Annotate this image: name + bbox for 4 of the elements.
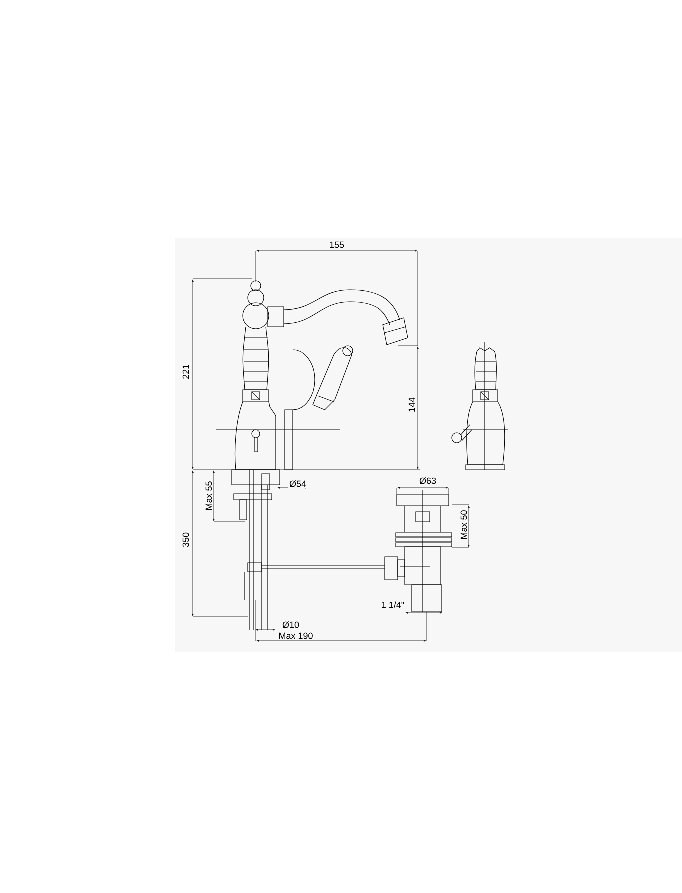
dimension-label: Ø63	[418, 476, 438, 486]
dimension-label: Ø10	[282, 620, 300, 630]
dimension-label: 1 1/4"	[380, 600, 406, 610]
dimension-label: Ø54	[288, 480, 308, 488]
